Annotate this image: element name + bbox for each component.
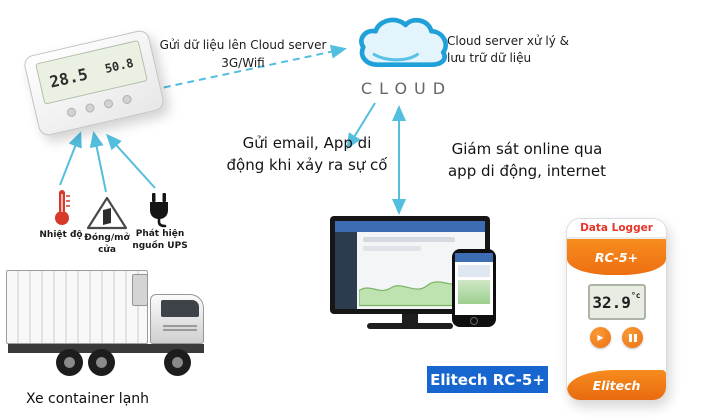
logger-reading: 32.9 xyxy=(592,292,631,312)
arrow-door-to-device xyxy=(89,131,107,193)
dashboard-header-bar xyxy=(335,221,485,232)
logger-unit: °c xyxy=(630,291,641,300)
label-upload-to-cloud: Gửi dữ liệu lên Cloud server 3G/Wifi xyxy=(159,38,327,70)
logger-lcd: 32.9 °c xyxy=(587,284,646,320)
label-sensor-temperature: Nhiệt độ xyxy=(39,230,83,240)
truck-window xyxy=(161,300,199,317)
label-email-alert: Gửi email, App di động khi xảy ra sự cố xyxy=(226,134,388,174)
label-sensor-door: Đóng/mở cửa xyxy=(84,233,130,255)
logger-model: RC-5+ xyxy=(567,239,666,275)
door-open-close-icon xyxy=(86,196,128,230)
truck-chassis xyxy=(8,344,204,353)
smartphone xyxy=(452,249,496,327)
gateway-recorder-device: 28.5 50.8 xyxy=(22,28,166,138)
label-online-monitoring: Giám sát online qua app di động, interne… xyxy=(447,140,607,180)
data-logger-device: Data Logger RC-5+ 32.9 °c ▶ Elitech xyxy=(566,218,667,401)
label-cloud-description: Cloud server xử lý & lưu trữ dữ liệu xyxy=(447,34,570,66)
cloud-block: CLOUD xyxy=(350,8,456,98)
play-icon: ▶ xyxy=(590,327,611,348)
cloud-icon xyxy=(359,17,448,68)
pause-icon xyxy=(622,327,643,348)
thermometer-icon xyxy=(55,190,70,225)
truck-cab xyxy=(150,294,204,344)
recorder-reading-temp: 28.5 xyxy=(47,63,90,92)
truck-grill xyxy=(163,325,197,333)
phone-screen xyxy=(455,253,493,315)
dashboard-row xyxy=(363,237,455,242)
product-badge: Elitech RC-5+ xyxy=(427,366,548,393)
label-truck-caption: Xe container lạnh xyxy=(26,391,150,407)
truck-reefer-unit xyxy=(132,274,148,306)
logger-brand: Elitech xyxy=(567,370,666,400)
dashboard-sidebar xyxy=(335,232,357,309)
phone-app-header xyxy=(455,253,493,262)
cloud-title: CLOUD xyxy=(360,79,453,98)
arrow-temp-to-device xyxy=(59,131,82,186)
phone-app-chart xyxy=(458,280,490,304)
monitor-stand-base xyxy=(367,323,453,329)
truck-wheel xyxy=(164,349,191,376)
logger-header: Data Logger xyxy=(567,219,666,239)
arrow-plug-to-device xyxy=(105,133,156,189)
logger-buttons: ▶ xyxy=(567,327,666,348)
monitor-stand-neck xyxy=(402,314,418,323)
truck-container-box xyxy=(6,270,148,344)
play-glyph: ▶ xyxy=(597,333,604,342)
dashboard-row xyxy=(363,246,421,251)
phone-home-button xyxy=(470,317,478,325)
truck-wheel xyxy=(56,349,83,376)
recorder-reading-humidity: 50.8 xyxy=(103,55,135,76)
truck-wheel xyxy=(88,349,115,376)
phone-app-card xyxy=(458,265,490,277)
power-plug-icon xyxy=(150,193,168,228)
label-sensor-ups: Phát hiện nguồn UPS xyxy=(132,229,188,251)
refrigerated-truck xyxy=(6,258,221,388)
